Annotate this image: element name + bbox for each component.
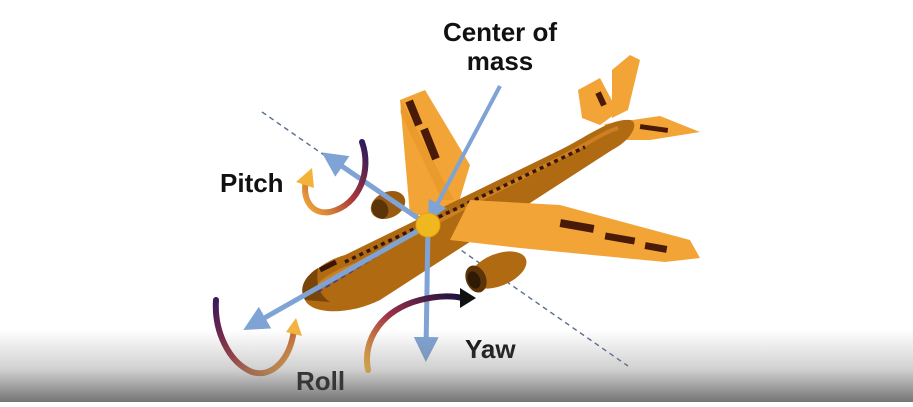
center-of-mass-label: Center of mass (420, 17, 580, 77)
far-engine (370, 190, 406, 220)
far-wing (400, 90, 470, 215)
near-engine (465, 251, 527, 293)
center-of-mass-pointer (428, 85, 502, 222)
roll-axis-arrow (243, 222, 430, 330)
yaw-axis-arrow (413, 224, 439, 362)
tail (578, 55, 700, 140)
center-of-mass-dot (415, 212, 441, 238)
yaw-label: Yaw (465, 334, 516, 364)
pitch-label: Pitch (220, 168, 284, 198)
pitch-rotation-arrow (296, 139, 369, 216)
center-of-mass-label-line1: Center of (442, 17, 558, 47)
yaw-rotation-arrow (364, 288, 476, 373)
near-wing (450, 200, 700, 262)
roll-rotation-arrow (212, 297, 302, 377)
pitch-axis-arrow (321, 152, 430, 228)
center-of-mass-label-line2: mass (466, 46, 534, 77)
roll-label: Roll (296, 366, 346, 396)
